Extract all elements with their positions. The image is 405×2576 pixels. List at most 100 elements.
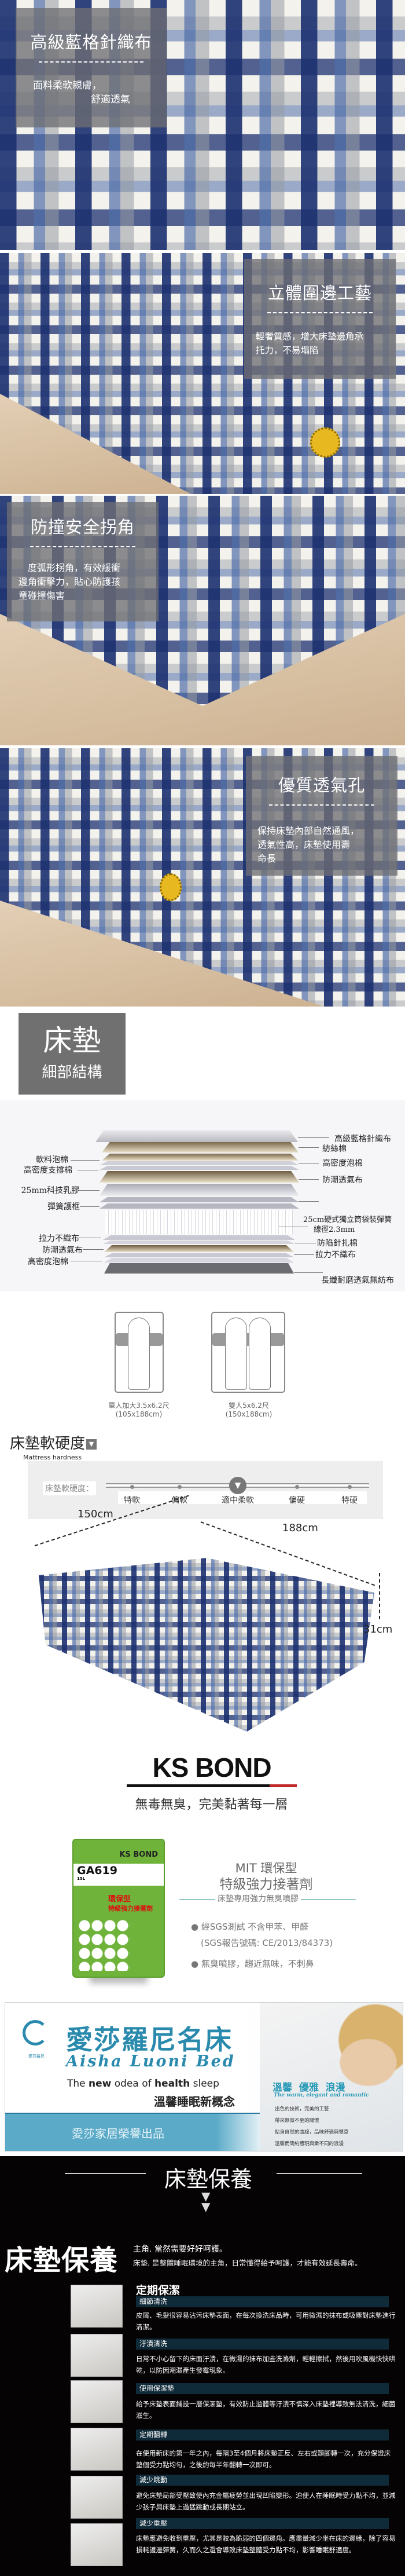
wipe-cloth-icon bbox=[71, 2334, 123, 2377]
flip-arrow-icon bbox=[71, 2428, 123, 2471]
leader-line bbox=[299, 1147, 319, 1148]
hardness-level-label: 特軟 bbox=[124, 1496, 140, 1505]
label-breathable: 防潮透氣布 bbox=[42, 1246, 83, 1255]
layer-padding bbox=[103, 1241, 295, 1244]
label-nonwoven-bottom: 拉力不織布 bbox=[315, 1250, 356, 1260]
hardness-label: 床墊軟硬度： bbox=[43, 1481, 96, 1495]
layer-knit-fabric bbox=[95, 1130, 298, 1142]
label-hd-foam: 高密度泡棉 bbox=[28, 1257, 68, 1267]
hardness-scale-bg bbox=[118, 1491, 367, 1504]
layer-hd-foam bbox=[104, 1258, 294, 1263]
structure-subtitle: 細部結構 bbox=[42, 1064, 102, 1081]
leader-line bbox=[79, 1190, 100, 1191]
leader-line bbox=[298, 1137, 329, 1138]
care-item-title: 細節清洗 bbox=[136, 2296, 389, 2307]
size-double: 雙人5x6.2尺(150x188cm) bbox=[225, 1402, 273, 1418]
feature-text: 輕奢質感，增大床墊邊角承托力，不易塌陷 bbox=[256, 331, 364, 356]
vacuum-icon bbox=[71, 2285, 123, 2328]
feature-text: 面料柔軟親膚，舒適透氣 bbox=[33, 80, 130, 105]
glue-can: KS BOND GA619 15L 環保型 特級強力接著劑 bbox=[72, 1839, 165, 1978]
glue-bullets: ● 經SGS測試 不含甲苯、甲醛 (SGS報告號碼: CE/2013/84373… bbox=[191, 1922, 333, 1969]
single-bed-icon bbox=[115, 1312, 164, 1393]
care-intro-2: 床墊. 是整體睡眠環境的主角，日常懂得給予呵護，才能有效延長壽命。 bbox=[133, 2259, 362, 2267]
layer-bottom-fabric bbox=[104, 1263, 294, 1274]
slogan-cn: 溫馨睡眠新概念 bbox=[154, 2095, 235, 2109]
divider bbox=[277, 2173, 362, 2174]
sleeping-woman-photo bbox=[260, 2003, 403, 2151]
banner-right-lines: 出色的技術，完美的工藝帶來無微不至的關懷貼身自然的曲線，品味舒適與愜意溫馨而簡約… bbox=[275, 2106, 349, 2147]
feature-caption-vent: 優質透氣孔 保持床墊內部自然通風，透氣性高，床墊使用壽命長 bbox=[246, 756, 397, 876]
hardness-dot[interactable] bbox=[295, 1485, 299, 1489]
banner-right-en: The warm, elegant and romantic bbox=[274, 2092, 369, 2098]
care-item-text: 在使用新床的第一年之內，每隔3至4個月將床墊正反、左右或頭腳轉一次，充分保證床墊… bbox=[136, 2449, 391, 2469]
hardness-level-label: 偏硬 bbox=[289, 1496, 305, 1505]
hardness-selected-marker[interactable]: ▼ bbox=[229, 1477, 246, 1494]
structure-title-box: 床墊 細部結構 bbox=[19, 1013, 126, 1095]
care-item-text: 避免床墊局部受壓致使內充金屬疲勞並出現凹陷變形。迫使人在睡眠時受力點不均，並減少… bbox=[136, 2491, 396, 2511]
divider bbox=[30, 546, 135, 547]
layer-breathable bbox=[104, 1245, 294, 1252]
label-knit-fabric: 高級藍格針織布 bbox=[334, 1135, 391, 1144]
layer-soft-foam bbox=[102, 1154, 299, 1161]
brand-name-cn: 愛莎羅尼名床 bbox=[66, 2024, 233, 2055]
size-single: 單人加大3.5x6.2尺(105x188cm) bbox=[108, 1402, 170, 1418]
dimension-height: 31cm bbox=[363, 1623, 393, 1635]
care-item-title: 汙漬清洗 bbox=[136, 2339, 389, 2350]
label-soft-foam: 軟料泡棉 bbox=[36, 1155, 68, 1165]
care-item-text: 給予床墊表面鋪設一層保潔墊，有效防止溢體等汙漬不慎深入床墊裡導致無法清洗，細菌滋… bbox=[136, 2400, 396, 2420]
feature-caption-corner: 防撞安全拐角 度弧形拐角，有效緩衝邊角衝擊力，貼心防護孩童碰撞傷害 bbox=[7, 502, 159, 621]
chevron-down-icon: ▼ bbox=[86, 1439, 97, 1450]
divider bbox=[39, 61, 143, 63]
care-header: 床墊保養 bbox=[164, 2167, 252, 2192]
mattress-dimension-photo bbox=[39, 1558, 374, 1732]
glue-subtitle: 床墊專用強力無臭噴膠 bbox=[215, 1893, 301, 1904]
care-item-title: 使用保潔墊 bbox=[136, 2383, 389, 2394]
hardness-dot[interactable] bbox=[348, 1485, 352, 1489]
label-breathable-top: 防潮透氣布 bbox=[322, 1176, 363, 1185]
feature-title: 立體圍邊工藝 bbox=[267, 283, 372, 303]
label-latex: 25mm科技乳膠 bbox=[21, 1186, 79, 1195]
layer-nonwoven bbox=[103, 1235, 295, 1240]
hardness-dot[interactable] bbox=[178, 1485, 182, 1489]
hardness-level-label: 適中柔軟 bbox=[222, 1496, 254, 1505]
label-pocket-springs: 25cm硬式獨立筒袋裝彈簧 bbox=[303, 1216, 392, 1224]
care-item-title: 減少跳動 bbox=[136, 2475, 389, 2486]
leader-line bbox=[71, 1160, 100, 1161]
pressure-arrows-icon bbox=[71, 2523, 123, 2566]
feature-caption-fabric: 高級藍格針織布 面料柔軟親膚，舒適透氣 bbox=[16, 8, 167, 127]
banner-footer: 愛莎家居榮譽出品 bbox=[5, 2113, 268, 2151]
care-item-text: 日常不小心留下的床面汙漬，在微濕的抹布加些洗滌劑，輕輕擦拭，然後用吹風機快快哄乾… bbox=[136, 2355, 396, 2374]
jump-zigzag-icon bbox=[71, 2476, 123, 2519]
layer-hd-foam bbox=[100, 1161, 299, 1165]
care-section: 床墊保養 ▼▼ 床墊保養 主角. 當然需要好好呵護。 床墊. 是整體睡眠環境的主… bbox=[0, 2156, 405, 2576]
care-big-title: 床墊保養 bbox=[5, 2244, 119, 2277]
feature-caption-edge: 立體圍邊工藝 輕奢質感，增大床墊邊角承托力，不易塌陷 bbox=[244, 259, 396, 379]
layer-nonwoven bbox=[104, 1253, 294, 1257]
layer-breathable bbox=[100, 1171, 299, 1183]
layer-support bbox=[100, 1166, 299, 1170]
air-vent-icon bbox=[310, 427, 340, 458]
hardness-dot[interactable] bbox=[130, 1485, 134, 1489]
label-wire-gauge: 線徑2.3mm bbox=[314, 1225, 355, 1234]
dimension-length: 188cm bbox=[282, 1522, 318, 1534]
care-item-title: 定期翻轉 bbox=[136, 2429, 389, 2440]
hardness-level-label: 特硬 bbox=[341, 1496, 358, 1505]
care-intro-1: 主角. 當然需要好好呵護。 bbox=[133, 2245, 227, 2254]
label-padding: 防陷針扎棉 bbox=[317, 1239, 358, 1248]
arrow-down-icon: ▼▼ bbox=[201, 2189, 211, 2213]
care-item-title: 減少重壓 bbox=[136, 2518, 389, 2529]
feature-title: 優質透氣孔 bbox=[278, 775, 365, 795]
mattress-layers-diagram: 軟料泡棉 高密度支撐棉 25mm科技乳膠 彈簧護框 拉力不織布 防潮透氣布 高密… bbox=[0, 1100, 405, 1291]
ksbond-logo: KS BOND bbox=[127, 1752, 297, 1787]
hardness-subtitle: Mattress hardness bbox=[23, 1454, 82, 1461]
label-nonwoven: 拉力不織布 bbox=[39, 1234, 79, 1243]
leader-line bbox=[294, 1254, 314, 1255]
label-spring-frame: 彈簧護框 bbox=[47, 1202, 80, 1212]
divider bbox=[65, 2173, 146, 2174]
care-item-text: 皮屑、毛髮很容易沾污床墊表面，在每次換洗床品時，可用微濕的抹布或吸塵對床墊進行清… bbox=[136, 2311, 396, 2331]
leader-line bbox=[80, 1206, 100, 1207]
divider bbox=[269, 804, 374, 806]
divider bbox=[267, 312, 373, 313]
layer-spring-frame bbox=[100, 1197, 299, 1202]
ksbond-tagline: 無毒無臭，完美黏著每一層 bbox=[135, 1798, 288, 1812]
